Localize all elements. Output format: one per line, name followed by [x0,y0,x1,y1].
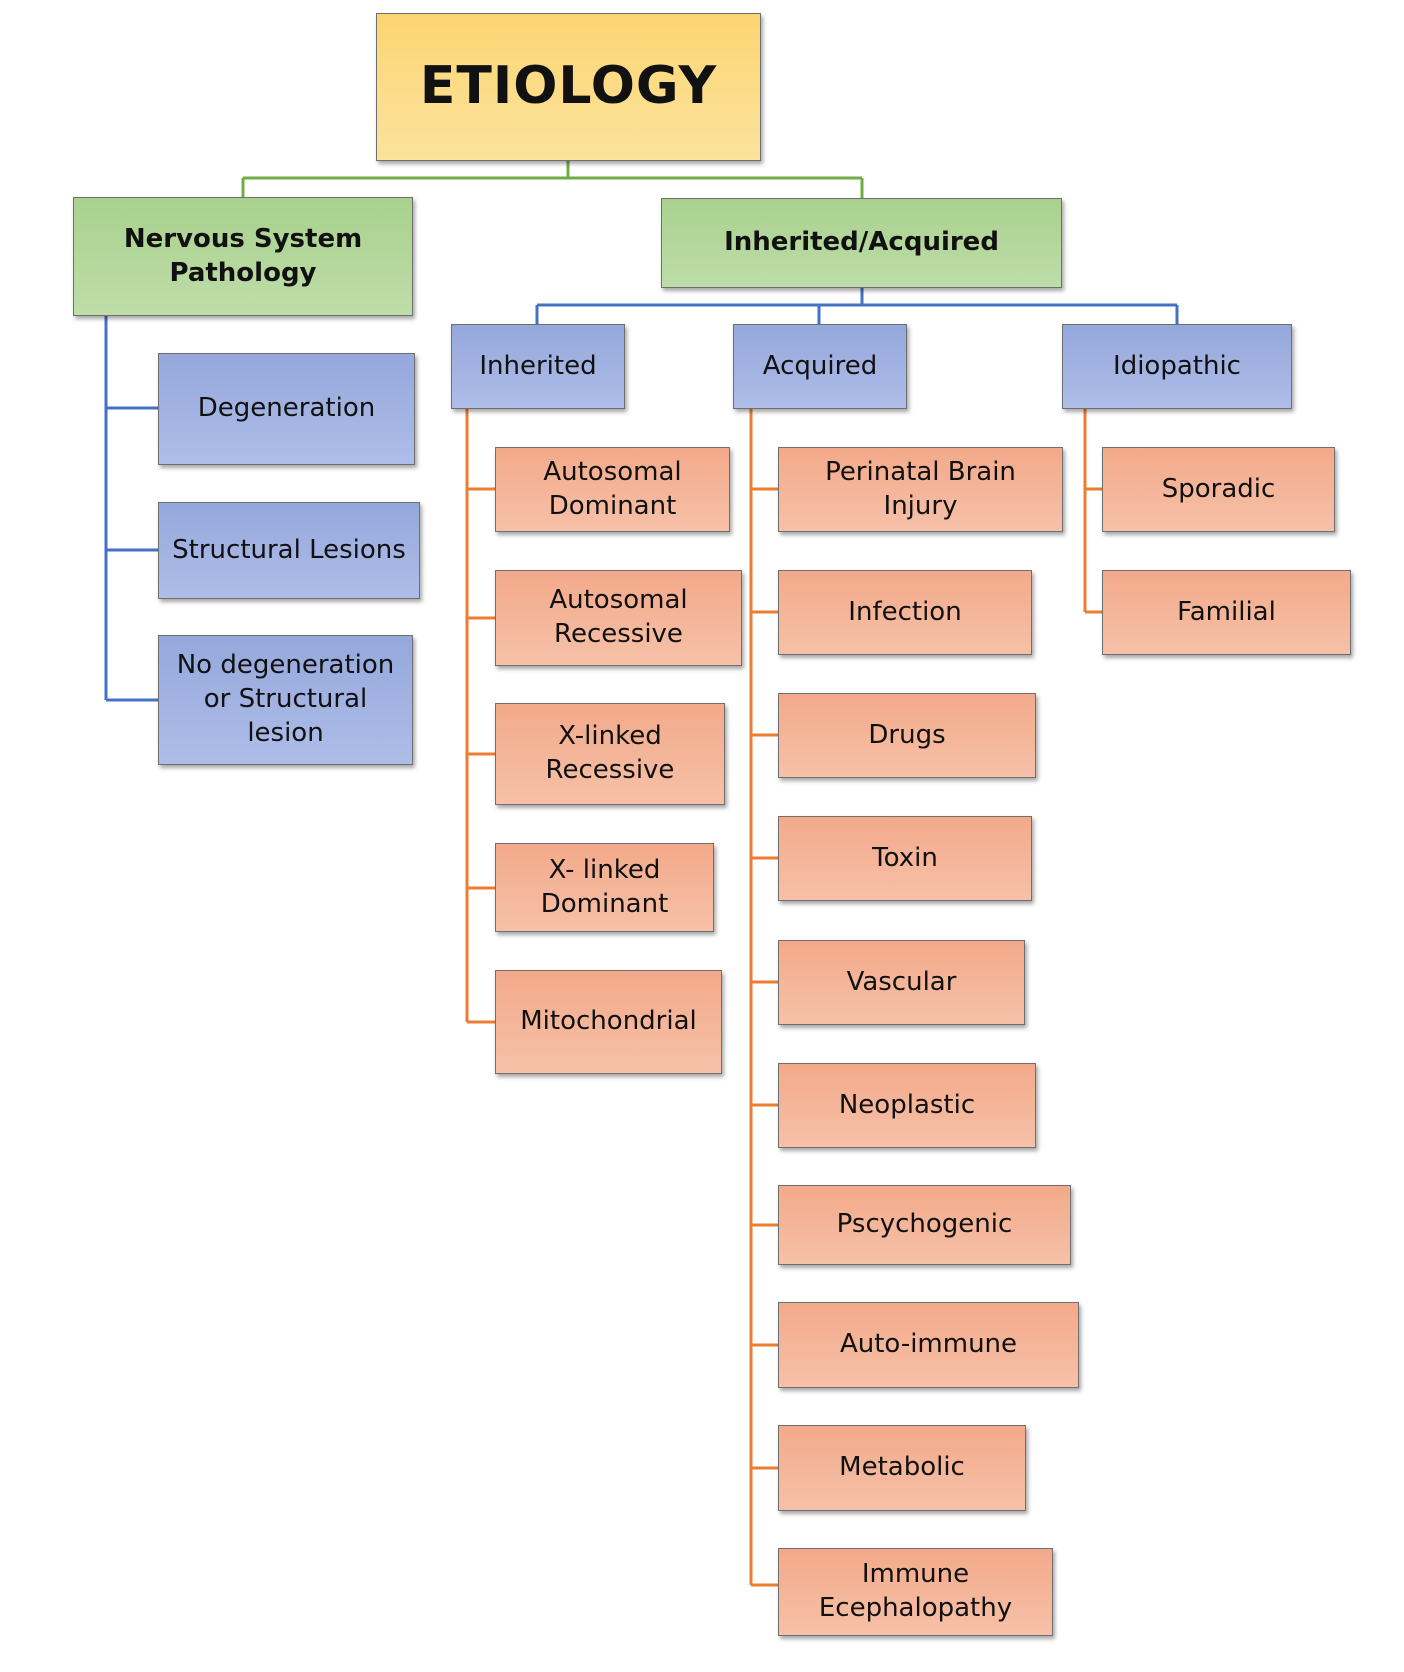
acquired-connectors [749,409,778,1587]
node-label: Mitochondrial [520,1006,697,1037]
node-inherited-acquired: Inherited/Acquired [661,198,1062,288]
node-label: Toxin [872,842,938,873]
node-structural-lesions: Structural Lesions [158,502,420,599]
node-label: Structural Lesions [172,534,406,565]
node-label: Infection [848,596,962,627]
node-nervous-system-pathology: Nervous System Pathology [73,197,413,316]
node-acquired: Acquired [733,324,907,409]
node-label: X- linked Dominant [540,854,669,919]
node-label: Pscychogenic [836,1209,1013,1240]
node-sporadic: Sporadic [1102,447,1335,532]
root-connectors [241,161,864,198]
node-label: Perinatal Brain Injury [825,456,1016,521]
node-label: Inherited [479,350,597,381]
node-drugs: Drugs [778,693,1036,778]
inherited-connectors [465,409,495,1024]
node-inherited: Inherited [451,324,625,409]
node-label: Vascular [846,966,957,997]
node-immune-ecephalopathy: Immune Ecephalopathy [778,1548,1053,1636]
node-label: Idiopathic [1113,350,1241,381]
node-pscychogenic: Pscychogenic [778,1185,1071,1265]
node-autosomal-recessive: Autosomal Recessive [495,570,742,666]
root-node-etiology: ETIOLOGY [376,13,761,161]
node-auto-immune: Auto-immune [778,1302,1079,1388]
node-idiopathic: Idiopathic [1062,324,1292,409]
root-label: ETIOLOGY [419,56,718,117]
node-perinatal-brain-injury: Perinatal Brain Injury [778,447,1063,532]
node-label: Neoplastic [838,1089,976,1120]
node-label: Auto-immune [839,1329,1018,1360]
node-label: X-linked Recessive [545,721,675,785]
node-label: Acquired [762,350,878,381]
nervous-system-connectors [104,316,158,702]
node-label: No degeneration or Structural lesion [176,650,395,748]
nervous-system-label: Nervous System Pathology [123,223,363,288]
node-toxin: Toxin [778,816,1032,901]
node-label: Immune Ecephalopathy [818,1559,1013,1623]
inherited-acquired-label: Inherited/Acquired [724,227,999,258]
category-connectors [535,288,1179,324]
node-autosomal-dominant: Autosomal Dominant [495,447,730,532]
node-no-degeneration: No degeneration or Structural lesion [158,635,413,765]
idiopathic-connectors [1083,409,1102,614]
node-vascular: Vascular [778,940,1025,1025]
node-label: Metabolic [839,1452,965,1483]
node-degeneration: Degeneration [158,353,415,465]
node-label: Sporadic [1161,473,1276,504]
node-label: Familial [1177,596,1276,627]
node-neoplastic: Neoplastic [778,1063,1036,1148]
node-label: Autosomal Dominant [543,456,682,521]
node-label: Drugs [868,719,946,750]
node-metabolic: Metabolic [778,1425,1026,1511]
node-familial: Familial [1102,570,1351,655]
node-mitochondrial: Mitochondrial [495,970,722,1074]
node-label: Autosomal Recessive [549,585,688,649]
node-infection: Infection [778,570,1032,655]
node-label: Degeneration [197,393,376,424]
node-x-linked-dominant: X- linked Dominant [495,843,714,932]
node-x-linked-recessive: X-linked Recessive [495,703,725,805]
